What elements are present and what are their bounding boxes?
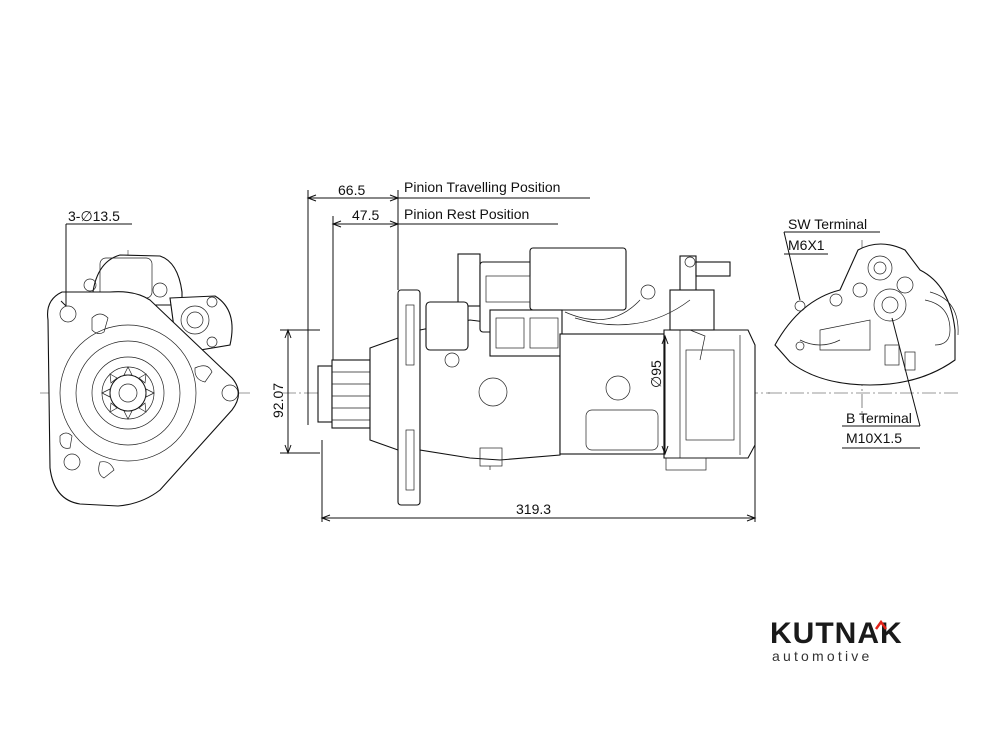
logo-tagline: automotive xyxy=(772,648,873,664)
diameter-dim: ∅95 xyxy=(648,360,664,388)
front-view xyxy=(40,223,250,507)
sw-terminal-thread: M6X1 xyxy=(788,237,825,253)
pinion-travel-dim: 66.5 xyxy=(338,182,365,198)
logo-accent-mark xyxy=(874,620,888,630)
hole-spec-label: 3-∅13.5 xyxy=(68,208,120,224)
rear-view xyxy=(768,231,960,449)
b-terminal-thread: M10X1.5 xyxy=(846,430,902,446)
sw-terminal-title: SW Terminal xyxy=(788,216,867,232)
pinion-travel-label: Pinion Travelling Position xyxy=(404,179,560,195)
pinion-rest-dim: 47.5 xyxy=(352,207,379,223)
length-dim: 319.3 xyxy=(516,501,551,517)
height-dim: 92.07 xyxy=(270,383,286,418)
kutnak-logo: KUTNAK automotive xyxy=(770,618,910,668)
pinion-rest-label: Pinion Rest Position xyxy=(404,206,529,222)
b-terminal-title: B Terminal xyxy=(846,410,912,426)
side-view xyxy=(280,190,770,522)
